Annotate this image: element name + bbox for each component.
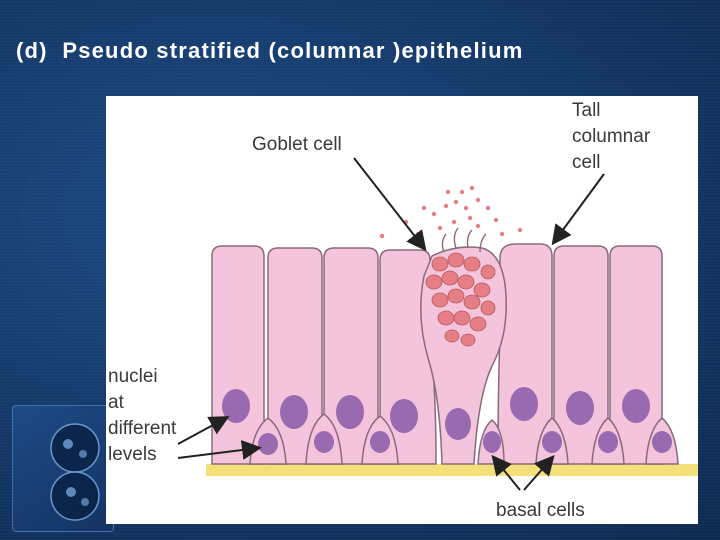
label-basal-cells: basal cells (496, 500, 585, 521)
arrow-nuclei-2 (177, 440, 262, 460)
label-nuclei-line3: different (108, 418, 177, 439)
mucus-granules (425, 252, 496, 347)
label-tall-columnar-line1: Tall (572, 100, 601, 121)
label-nuclei-line2: at (108, 392, 125, 413)
pointer-arrows (177, 157, 605, 491)
arrow-basal-2 (523, 454, 555, 491)
nucleus (390, 399, 418, 433)
nucleus (542, 431, 562, 453)
nucleus (652, 431, 672, 453)
arrow-tall-columnar (551, 173, 605, 246)
epithelium-figure: Goblet cell Tall columnar cell nuclei at… (106, 96, 698, 524)
nucleus (445, 408, 471, 440)
arrow-goblet (353, 157, 427, 252)
nucleus (598, 431, 618, 453)
nuclei (222, 387, 672, 455)
nucleus (280, 395, 308, 429)
label-tall-columnar-line2: columnar (572, 126, 651, 147)
nucleus (258, 433, 278, 455)
nucleus (622, 389, 650, 423)
thumbnail-graphic (50, 423, 100, 521)
basement-membrane (206, 464, 698, 476)
secreted-mucus-dots (379, 185, 523, 239)
arrow-nuclei-1 (177, 416, 230, 445)
epithelium-diagram: Goblet cell Tall columnar cell nuclei at… (108, 100, 698, 521)
label-nuclei-line1: nuclei (108, 366, 158, 387)
columnar-cell (211, 245, 265, 465)
decorative-thumbnail (12, 405, 114, 532)
label-nuclei-line4: levels (108, 444, 157, 465)
label-tall-columnar-line3: cell (572, 152, 601, 173)
nucleus (336, 395, 364, 429)
nucleus (222, 389, 250, 423)
nucleus (370, 431, 390, 453)
label-goblet-cell: Goblet cell (252, 134, 342, 155)
nucleus (510, 387, 538, 421)
mucus-strands (441, 227, 487, 253)
slide-title: (d) Pseudo stratified (columnar )epithel… (16, 38, 524, 63)
nucleus (566, 391, 594, 425)
nucleus (483, 431, 501, 453)
arrow-basal-1 (491, 454, 521, 491)
nucleus (314, 431, 334, 453)
